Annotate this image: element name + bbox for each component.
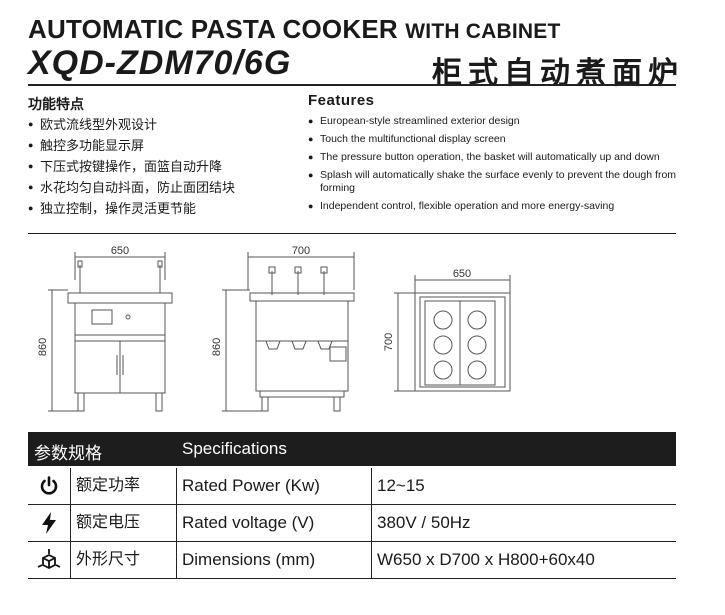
side-width-label: 700: [292, 245, 310, 257]
feature-item-en: Independent control, flexible operation …: [308, 200, 688, 213]
spec-label-cn: 额定电压: [76, 514, 141, 531]
product-title: AUTOMATIC PASTA COOKER WITH CABINET: [28, 14, 561, 45]
feature-item-en: Touch the multifunctional display screen: [308, 133, 688, 146]
side-view-drawing: 700 860: [211, 245, 355, 412]
features-title-cn: 功能特点: [28, 96, 84, 112]
dimensions-icon: [28, 542, 70, 578]
spec-row-voltage: 额定电压 Rated voltage (V) 380V / 50Hz: [28, 505, 676, 542]
top-depth-label: 700: [383, 333, 395, 351]
spec-label-en: Dimensions (mm): [182, 550, 316, 569]
feature-item-cn: 欧式流线型外观设计: [28, 116, 235, 137]
spec-label-en: Rated voltage (V): [182, 513, 315, 532]
feature-item-cn: 下压式按键操作，面篮自动升降: [28, 158, 235, 179]
features-list-en: European-style streamlined exterior desi…: [308, 115, 688, 218]
spec-header-en: Specifications: [182, 439, 287, 458]
features-list-cn: 欧式流线型外观设计 触控多功能显示屏 下压式按键操作，面篮自动升降 水花均匀自动…: [28, 116, 235, 221]
spec-label-cn: 外形尺寸: [76, 551, 141, 568]
feature-item-en: European-style streamlined exterior desi…: [308, 115, 688, 128]
spec-value: 380V / 50Hz: [377, 513, 471, 532]
spec-table-header: 参数规格 Specifications: [28, 432, 676, 466]
feature-item-en: The pressure button operation, the baske…: [308, 151, 688, 164]
spec-header-cn: 参数规格: [34, 444, 102, 463]
feature-item-en: Splash will automatically shake the surf…: [308, 169, 688, 195]
top-width-label: 650: [453, 268, 471, 280]
top-view-drawing: 650 700: [383, 268, 511, 392]
spec-label-en: Rated Power (Kw): [182, 476, 320, 495]
feature-item-cn: 触控多功能显示屏: [28, 137, 235, 158]
header-divider: [28, 84, 676, 86]
spec-value: W650 x D700 x H800+60x40: [377, 550, 595, 569]
spec-label-cn: 额定功率: [76, 477, 141, 494]
spec-row-dimensions: 外形尺寸 Dimensions (mm) W650 x D700 x H800+…: [28, 542, 676, 579]
title-main: AUTOMATIC PASTA COOKER: [28, 14, 398, 44]
lightning-icon: [28, 505, 70, 541]
title-suffix: WITH CABINET: [405, 20, 561, 43]
feature-item-cn: 水花均匀自动抖面，防止面团结块: [28, 179, 235, 200]
features-title-en: Features: [308, 92, 375, 109]
front-width-label: 650: [111, 245, 129, 257]
feature-item-cn: 独立控制，操作灵活更节能: [28, 200, 235, 221]
model-number: XQD-ZDM70/6G: [28, 44, 292, 82]
technical-drawings: 650 860 700 860: [37, 245, 511, 412]
power-icon: [28, 468, 70, 504]
spec-value: 12~15: [377, 476, 425, 495]
features-divider: [28, 233, 676, 234]
front-view-drawing: 650 860: [37, 245, 173, 412]
spec-row-power: 额定功率 Rated Power (Kw) 12~15: [28, 468, 676, 505]
side-height-label: 860: [211, 338, 223, 356]
front-height-label: 860: [37, 338, 49, 356]
